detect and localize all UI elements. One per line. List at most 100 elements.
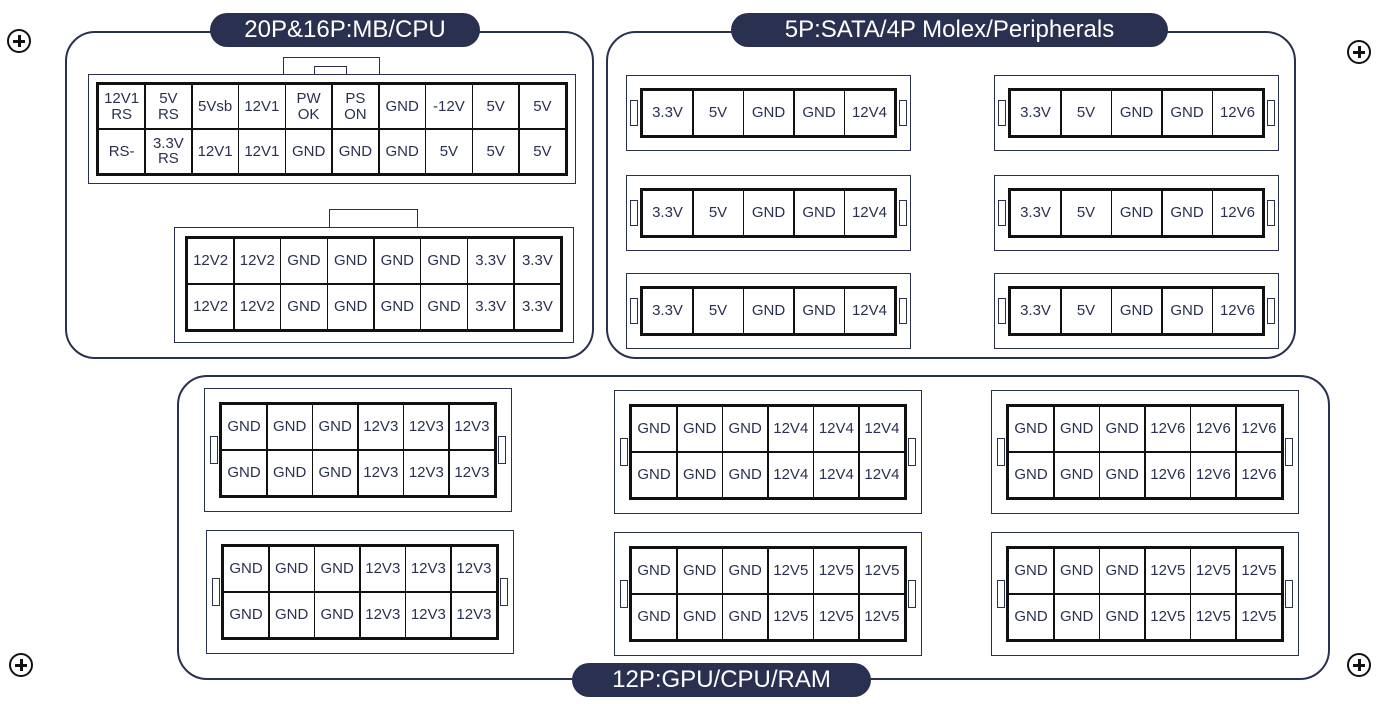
sata-pin: 5V: [693, 191, 743, 235]
gpu-pin: GND: [222, 450, 267, 495]
gpu-pin: GND: [1009, 594, 1054, 639]
gpu-pin: 12V3: [451, 547, 496, 592]
cpu16-pin: GND: [374, 284, 420, 329]
gpu-pin: 12V4: [859, 452, 904, 497]
gpu-pin: GND: [315, 547, 360, 592]
mb24-pin: 5V RS: [145, 85, 191, 129]
gpu-lock: [908, 580, 916, 608]
mb24-pin: -12V: [426, 85, 472, 129]
screw-icon-top-right: [1347, 40, 1371, 64]
gpu-pin: GND: [1100, 594, 1145, 639]
sata-pin: 3.3V: [1011, 91, 1060, 135]
sata-pin: 3.3V: [1011, 191, 1060, 235]
gpu-pin: 12V5: [1236, 549, 1281, 594]
sata-pin: GND: [794, 91, 844, 135]
gpu-lock: [212, 578, 220, 606]
gpu-pin: 12V4: [814, 452, 859, 497]
sata-pin: GND: [794, 191, 844, 235]
gpu-pin: 12V3: [360, 592, 405, 637]
gpu-pin: 12V4: [768, 452, 813, 497]
sata-lock: [630, 200, 638, 226]
cpu16-pin: 3.3V: [514, 284, 560, 329]
cpu16-pin: 3.3V: [468, 284, 514, 329]
mb24-pin: GND: [379, 129, 425, 173]
cpu16-pin: 12V2: [188, 239, 234, 284]
sata-pin: 12V6: [1213, 191, 1262, 235]
mb24-pin: PS ON: [332, 85, 378, 129]
gpu-pin: GND: [1054, 452, 1099, 497]
cpu16-pin: GND: [328, 284, 374, 329]
mb24-pin: 3.3V RS: [145, 129, 191, 173]
sata-lock: [899, 200, 907, 226]
gpu-pin: GND: [1100, 407, 1145, 452]
gpu-lock: [500, 578, 508, 606]
sata-pin: 5V: [693, 91, 743, 135]
gpu-pin: GND: [267, 450, 312, 495]
cpu16-pin: 3.3V: [514, 239, 560, 284]
mb24-pin: PW OK: [286, 85, 332, 129]
gpu-pin: 12V3: [406, 547, 451, 592]
gpu-pin: 12V5: [814, 594, 859, 639]
mb24-pin: 5V: [519, 85, 565, 129]
gpu-pin: GND: [315, 592, 360, 637]
gpu-lock: [1285, 580, 1293, 608]
section-title-gpu-cpu-ram: 12P:GPU/CPU/RAM: [572, 663, 871, 697]
gpu-lock: [210, 436, 218, 464]
sata-pin: GND: [744, 191, 793, 235]
sata-pin: GND: [1112, 191, 1161, 235]
sata-lock: [1267, 100, 1275, 126]
sata-pin: 3.3V: [643, 191, 692, 235]
sata-pin: 5V: [1061, 191, 1111, 235]
sata-pin: 5V: [1061, 91, 1111, 135]
gpu-pin: GND: [723, 407, 768, 452]
sata-pin: 5V: [1061, 289, 1111, 333]
gpu-pin: GND: [677, 407, 722, 452]
gpu-pin: GND: [1100, 452, 1145, 497]
gpu-pin: 12V5: [1236, 594, 1281, 639]
sata-lock: [630, 298, 638, 324]
mb24-pin: GND: [286, 129, 332, 173]
gpu-pin: 12V5: [859, 549, 904, 594]
gpu-pin: GND: [267, 405, 312, 450]
gpu-pin: GND: [224, 547, 269, 592]
gpu-pin: 12V3: [404, 450, 449, 495]
gpu-pin: 12V5: [859, 594, 904, 639]
gpu-pin: 12V6: [1145, 452, 1190, 497]
gpu-pin: GND: [632, 594, 677, 639]
screw-icon-bottom-left: [9, 653, 33, 677]
sata-pin: GND: [744, 91, 793, 135]
mb24-pin: 5V: [473, 129, 519, 173]
gpu-pin: GND: [723, 549, 768, 594]
sata-lock: [1267, 200, 1275, 226]
mb24-pin: 12V1: [239, 129, 285, 173]
gpu-pin: 12V5: [1145, 549, 1190, 594]
gpu-pin: 12V3: [358, 450, 403, 495]
gpu-pin: 12V4: [768, 407, 813, 452]
mb24-pin: 5V: [519, 129, 565, 173]
mb24-pin: GND: [332, 129, 378, 173]
cpu16-pin: GND: [421, 284, 467, 329]
sata-pin: 12V6: [1213, 91, 1262, 135]
sata-pin: GND: [1112, 289, 1161, 333]
gpu-pin: 12V5: [1191, 549, 1236, 594]
sata-pin: 5V: [693, 289, 743, 333]
sata-pin: 12V4: [845, 91, 894, 135]
gpu-pin: GND: [632, 549, 677, 594]
gpu-lock: [620, 580, 628, 608]
sata-pin: 12V4: [845, 289, 894, 333]
gpu-pin: GND: [677, 594, 722, 639]
sata-pin: GND: [1162, 191, 1212, 235]
gpu-lock: [997, 438, 1005, 466]
cpu16-pin: 12V2: [234, 284, 280, 329]
gpu-pin: GND: [224, 592, 269, 637]
gpu-pin: GND: [1054, 594, 1099, 639]
mb24-pin: GND: [379, 85, 425, 129]
mb24-pin: 5V: [473, 85, 519, 129]
cpu16-pin: GND: [421, 239, 467, 284]
gpu-lock: [620, 438, 628, 466]
